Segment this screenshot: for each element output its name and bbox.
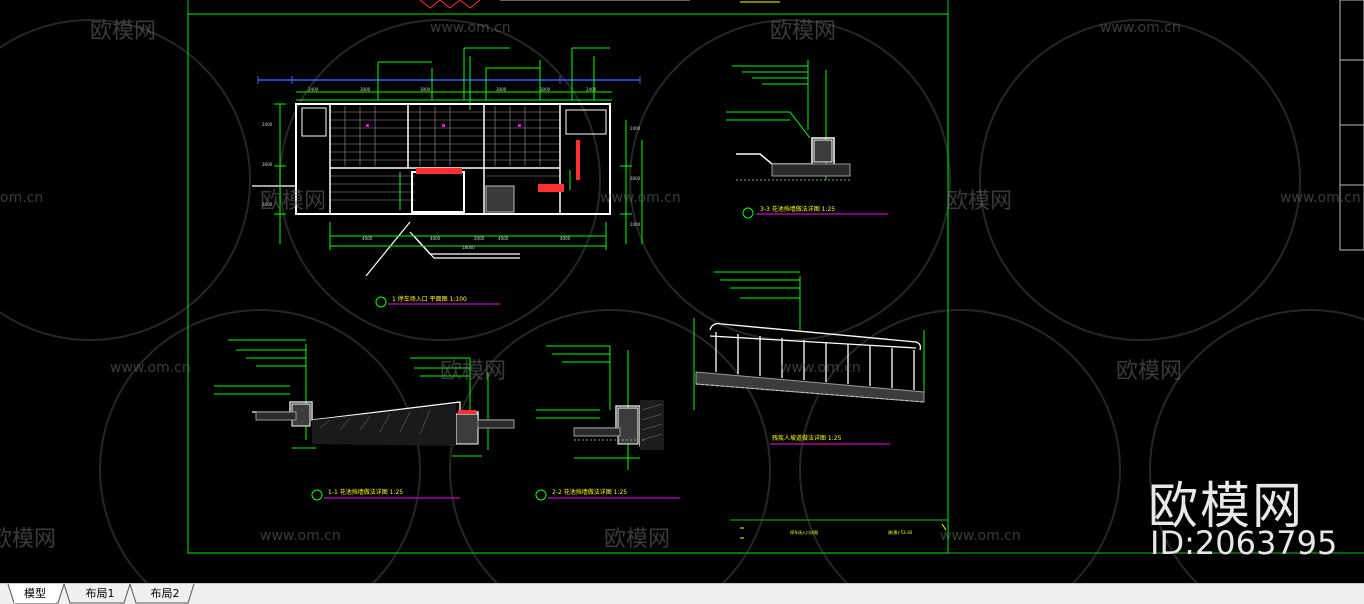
- watermark-logo: 欧模网: [1116, 359, 1182, 384]
- plan-dim-top-3: 3000: [420, 87, 431, 92]
- plan-dim-top-1: 2400: [308, 87, 319, 92]
- watermark-logo: 欧模网: [260, 189, 326, 214]
- tab-layout2[interactable]: 布局2: [150, 587, 180, 600]
- plan-view: 2400 3000 3000 3000 3000 2400 4000 4000 …: [252, 47, 643, 308]
- section-2-2-title: 2-2 花池挡墙做法详图 1:25: [552, 488, 627, 496]
- watermark-url: www.om.cn: [430, 20, 511, 36]
- plan-title: 1 停车场入口 平面图 1:100: [392, 295, 467, 303]
- watermark-logo: 欧模网: [440, 359, 506, 384]
- plan-dim-bottom-2: 4000: [430, 236, 441, 241]
- plan-dim-top-4: 3000: [496, 87, 507, 92]
- plan-dim-left-1: 2400: [262, 122, 273, 127]
- watermark-url: www.om.cn: [260, 528, 341, 544]
- watermark-layer: 欧模网 www.om.cn 欧模网 www.om.cn om.cn 欧模网 ww…: [0, 19, 1361, 552]
- title-block-sheet-no: 建(景)-53-30: [888, 529, 913, 535]
- watermark-url: www.om.cn: [1100, 20, 1181, 36]
- tab-model[interactable]: 模型: [14, 584, 56, 603]
- plan-dim-left-2: 3000: [262, 162, 273, 167]
- title-block: 停车场入口详图 建(景)-53-30: [730, 519, 948, 539]
- plan-dim-right-3: 2400: [630, 222, 641, 227]
- plan-outline: [295, 103, 611, 215]
- plan-dim-overall: 18000: [462, 245, 475, 250]
- plan-dim-top-2: 3000: [360, 87, 371, 92]
- plan-dim-bottom-3: 2000: [474, 236, 485, 241]
- railing-detail: 残疾人坡道做法详图 1:25: [693, 271, 925, 445]
- watermark-logo: 欧模网: [90, 19, 156, 44]
- watermark-url: www.om.cn: [1280, 190, 1361, 206]
- watermark-url: www.om.cn: [940, 528, 1021, 544]
- section-1-1-title: 1-1 花池挡墙做法详图 1:25: [328, 488, 403, 496]
- plan-dim-right-2: 3000: [630, 176, 641, 181]
- section-1-1: 1-1 花池挡墙做法详图 1:25: [214, 339, 515, 501]
- watermark-logo: 欧模网: [946, 189, 1012, 214]
- section-2-2: 2-2 花池挡墙做法详图 1:25: [535, 345, 680, 501]
- watermark-logo: 欧模网: [770, 19, 836, 44]
- watermark-logo: 欧模网: [604, 527, 670, 552]
- layout-tab-bar: 模型 布局1 布局2: [0, 583, 1364, 604]
- plan-dim-bottom-4: 4000: [498, 236, 509, 241]
- tab-layout1[interactable]: 布局1: [85, 587, 115, 600]
- watermark-url: www.om.cn: [600, 190, 681, 206]
- watermark-id: ID:2063795: [1150, 524, 1338, 562]
- watermark-brand-large: 欧模网: [1148, 477, 1304, 535]
- watermark-url: www.om.cn: [780, 360, 861, 376]
- cad-model-space[interactable]: 2400 3000 3000 3000 3000 2400 4000 4000 …: [0, 0, 1364, 583]
- plan-dim-bottom-5: 4000: [560, 236, 571, 241]
- plan-dim-left-3: 2400: [262, 202, 273, 207]
- section-3-3-title: 3-3 花池挡墙做法详图 1:25: [760, 205, 835, 213]
- watermark-url: www.om.cn: [110, 360, 191, 376]
- plan-dim-right-1: 2400: [630, 126, 641, 131]
- railing-title: 残疾人坡道做法详图 1:25: [772, 434, 842, 442]
- plan-dim-top-5: 3000: [540, 87, 551, 92]
- watermark-url-partial: om.cn: [0, 190, 43, 206]
- watermark-logo: 欧模网: [0, 527, 56, 552]
- cad-drawing: 2400 3000 3000 3000 3000 2400 4000 4000 …: [0, 0, 1364, 583]
- plan-dim-bottom-1: 4000: [362, 236, 373, 241]
- section-3-3: 3-3 花池挡墙做法详图 1:25: [726, 60, 888, 219]
- sheet-frame: [187, 13, 949, 554]
- plan-dim-top-6: 2400: [586, 87, 597, 92]
- title-block-drawing-name: 停车场入口详图: [790, 529, 818, 535]
